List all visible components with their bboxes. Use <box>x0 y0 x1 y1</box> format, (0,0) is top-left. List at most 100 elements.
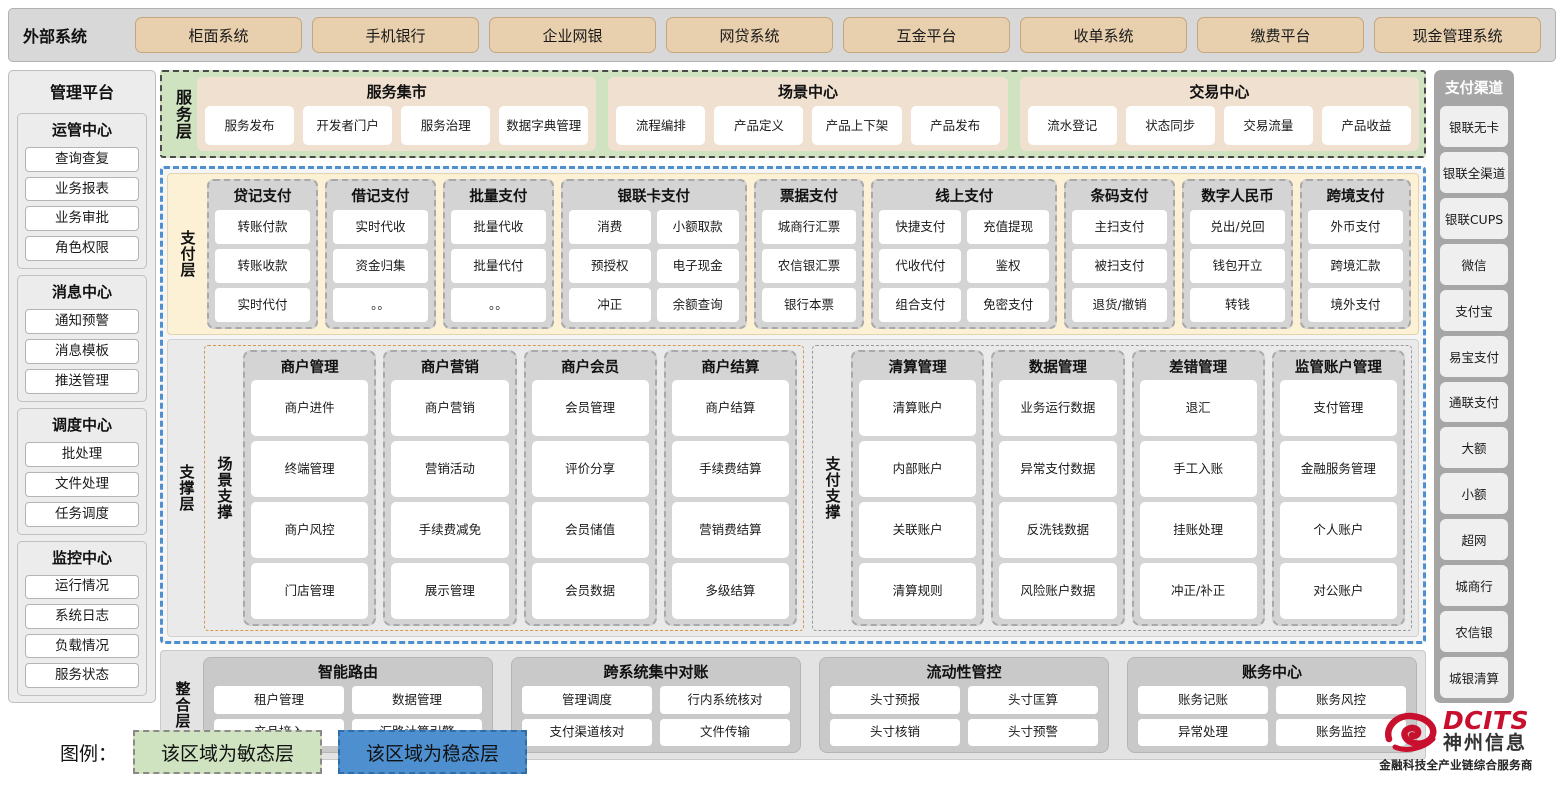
service-item-1-0[interactable]: 流程编排 <box>616 106 706 145</box>
channel-chip-2[interactable]: 银联CUPS <box>1440 197 1508 239</box>
payment-item-5-1-0[interactable]: 代收代付 <box>879 249 962 283</box>
admin-item-1-0[interactable]: 通知预警 <box>25 308 139 334</box>
payment-item-3-2-1[interactable]: 余额查询 <box>656 288 739 322</box>
admin-item-3-2[interactable]: 负载情况 <box>25 633 139 659</box>
admin-item-2-1[interactable]: 文件处理 <box>25 471 139 497</box>
admin-item-0-2[interactable]: 业务审批 <box>25 206 139 231</box>
payment-item-4-1-0[interactable]: 农信银汇票 <box>761 249 857 283</box>
support-item-1-3-3[interactable]: 对公账户 <box>1279 563 1397 619</box>
admin-item-0-3[interactable]: 角色权限 <box>25 235 139 261</box>
payment-item-7-2-0[interactable]: 转钱 <box>1190 288 1285 322</box>
support-item-1-3-1[interactable]: 金融服务管理 <box>1279 441 1397 497</box>
service-item-0-0[interactable]: 服务发布 <box>205 106 295 145</box>
admin-item-2-0[interactable]: 批处理 <box>25 441 139 467</box>
support-item-1-1-2[interactable]: 反洗钱数据 <box>999 502 1117 558</box>
payment-item-3-0-1[interactable]: 小额取款 <box>656 210 739 244</box>
integration-item-2-1-0[interactable]: 头寸核销 <box>830 718 960 746</box>
channel-chip-1[interactable]: 银联全渠道 <box>1440 151 1508 193</box>
payment-item-5-2-1[interactable]: 免密支付 <box>967 288 1050 322</box>
payment-item-1-0-0[interactable]: 实时代收 <box>332 210 428 244</box>
support-item-0-0-2[interactable]: 商户风控 <box>251 502 369 558</box>
service-item-1-3[interactable]: 产品发布 <box>910 106 1000 145</box>
channel-chip-11[interactable]: 农信银 <box>1440 611 1508 653</box>
payment-item-8-2-0[interactable]: 境外支付 <box>1308 288 1403 322</box>
payment-item-5-1-1[interactable]: 鉴权 <box>967 249 1050 283</box>
channel-chip-0[interactable]: 银联无卡 <box>1440 106 1508 147</box>
admin-item-3-0[interactable]: 运行情况 <box>25 574 139 600</box>
payment-item-2-1-0[interactable]: 批量代付 <box>450 249 546 283</box>
integration-item-0-0-1[interactable]: 数据管理 <box>352 686 482 714</box>
channel-chip-10[interactable]: 城商行 <box>1440 565 1508 607</box>
support-item-1-1-1[interactable]: 异常支付数据 <box>999 441 1117 497</box>
integration-item-1-0-0[interactable]: 管理调度 <box>522 686 652 714</box>
support-item-0-1-3[interactable]: 展示管理 <box>391 563 509 619</box>
payment-item-8-1-0[interactable]: 跨境汇款 <box>1308 249 1403 283</box>
payment-item-5-0-1[interactable]: 充值提现 <box>967 210 1050 244</box>
support-item-1-2-3[interactable]: 冲正/补正 <box>1139 563 1257 619</box>
external-system-chip-3[interactable]: 网贷系统 <box>666 17 833 53</box>
payment-item-6-0-0[interactable]: 主扫支付 <box>1072 210 1168 244</box>
admin-item-0-0[interactable]: 查询查复 <box>25 147 139 172</box>
service-item-1-1[interactable]: 产品定义 <box>714 106 804 145</box>
payment-item-7-0-0[interactable]: 兑出/兑回 <box>1190 210 1285 244</box>
channel-chip-6[interactable]: 通联支付 <box>1440 381 1508 423</box>
integration-item-3-0-1[interactable]: 账务风控 <box>1276 686 1406 714</box>
support-item-1-0-1[interactable]: 内部账户 <box>859 441 977 497</box>
integration-item-1-1-0[interactable]: 支付渠道核对 <box>522 718 652 746</box>
integration-item-2-0-1[interactable]: 头寸匡算 <box>968 686 1098 714</box>
support-item-1-1-3[interactable]: 风险账户数据 <box>999 563 1117 619</box>
support-item-1-3-2[interactable]: 个人账户 <box>1279 502 1397 558</box>
payment-item-1-1-0[interactable]: 资金归集 <box>332 249 428 283</box>
channel-chip-8[interactable]: 小额 <box>1440 473 1508 515</box>
external-system-chip-6[interactable]: 缴费平台 <box>1197 17 1364 53</box>
support-item-1-0-0[interactable]: 清算账户 <box>859 380 977 436</box>
payment-item-5-0-0[interactable]: 快捷支付 <box>879 210 962 244</box>
support-item-1-2-0[interactable]: 退汇 <box>1139 380 1257 436</box>
payment-item-0-1-0[interactable]: 转账收款 <box>215 249 310 283</box>
payment-item-4-0-0[interactable]: 城商行汇票 <box>761 210 857 244</box>
admin-item-3-3[interactable]: 服务状态 <box>25 663 139 688</box>
admin-item-0-1[interactable]: 业务报表 <box>25 176 139 202</box>
support-item-0-1-1[interactable]: 营销活动 <box>391 441 509 497</box>
external-system-chip-0[interactable]: 柜面系统 <box>135 17 302 53</box>
support-item-0-0-1[interactable]: 终端管理 <box>251 441 369 497</box>
support-item-0-1-2[interactable]: 手续费减免 <box>391 502 509 558</box>
support-item-0-1-0[interactable]: 商户营销 <box>391 380 509 436</box>
support-item-0-3-1[interactable]: 手续费结算 <box>671 441 789 497</box>
payment-item-0-2-0[interactable]: 实时代付 <box>215 288 310 322</box>
integration-item-1-1-1[interactable]: 文件传输 <box>660 718 790 746</box>
support-item-1-2-1[interactable]: 手工入账 <box>1139 441 1257 497</box>
service-item-0-1[interactable]: 开发者门户 <box>303 106 393 145</box>
channel-chip-3[interactable]: 微信 <box>1440 243 1508 285</box>
support-item-1-3-0[interactable]: 支付管理 <box>1279 380 1397 436</box>
support-item-0-3-2[interactable]: 营销费结算 <box>671 502 789 558</box>
service-item-0-2[interactable]: 服务治理 <box>401 106 491 145</box>
channel-chip-4[interactable]: 支付宝 <box>1440 289 1508 331</box>
service-item-2-1[interactable]: 状态同步 <box>1125 106 1215 145</box>
support-item-0-3-3[interactable]: 多级结算 <box>671 563 789 619</box>
support-item-0-2-1[interactable]: 评价分享 <box>531 441 649 497</box>
integration-item-3-0-0[interactable]: 账务记账 <box>1138 686 1268 714</box>
admin-item-1-2[interactable]: 推送管理 <box>25 368 139 394</box>
service-item-0-3[interactable]: 数据字典管理 <box>499 106 589 145</box>
integration-item-0-0-0[interactable]: 租户管理 <box>214 686 344 714</box>
payment-item-7-1-0[interactable]: 钱包开立 <box>1190 249 1285 283</box>
admin-item-2-2[interactable]: 任务调度 <box>25 501 139 527</box>
support-item-1-0-3[interactable]: 清算规则 <box>859 563 977 619</box>
support-item-0-0-3[interactable]: 门店管理 <box>251 563 369 619</box>
payment-item-4-2-0[interactable]: 银行本票 <box>761 288 857 322</box>
service-item-2-0[interactable]: 流水登记 <box>1027 106 1117 145</box>
external-system-chip-5[interactable]: 收单系统 <box>1020 17 1187 53</box>
payment-item-2-2-0[interactable]: 。。 <box>450 288 546 322</box>
integration-item-2-0-0[interactable]: 头寸预报 <box>830 686 960 714</box>
channel-chip-5[interactable]: 易宝支付 <box>1440 335 1508 377</box>
channel-chip-9[interactable]: 超网 <box>1440 519 1508 561</box>
integration-item-3-1-1[interactable]: 账务监控 <box>1276 718 1406 746</box>
support-item-1-2-2[interactable]: 挂账处理 <box>1139 502 1257 558</box>
payment-item-2-0-0[interactable]: 批量代收 <box>450 210 546 244</box>
payment-item-6-1-0[interactable]: 被扫支付 <box>1072 249 1168 283</box>
service-item-2-2[interactable]: 交易流量 <box>1223 106 1313 145</box>
external-system-chip-7[interactable]: 现金管理系统 <box>1374 17 1541 53</box>
service-item-2-3[interactable]: 产品收益 <box>1321 106 1411 145</box>
payment-item-3-0-0[interactable]: 消费 <box>568 210 651 244</box>
